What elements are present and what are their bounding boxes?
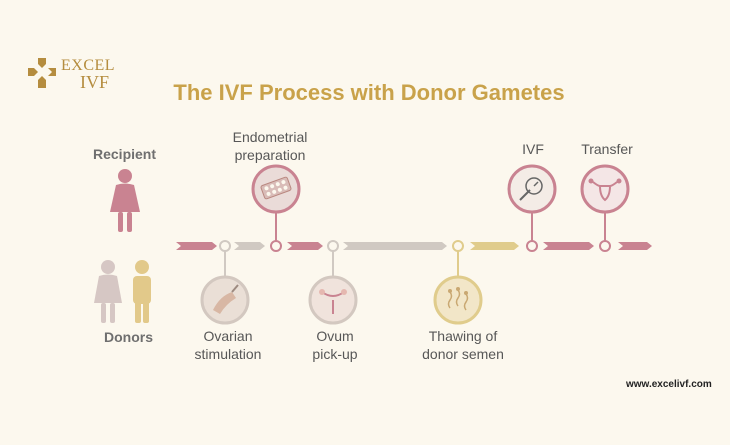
step-label-line: Thawing of: [428, 328, 498, 344]
arrow-segment: [234, 242, 265, 250]
node-ivf: [526, 240, 538, 252]
uterus-icon: [580, 164, 630, 214]
website-url: www.excelivf.com: [626, 379, 712, 390]
step-label-transfer: Transfer: [581, 141, 633, 157]
pill-pack-icon: [251, 164, 301, 214]
arrow-segment: [287, 242, 323, 250]
page-title: The IVF Process with Donor Gametes: [0, 80, 730, 106]
timeline-nodes: [219, 212, 611, 276]
step-label-line: pick-up: [312, 346, 358, 362]
arrow-segment: [176, 242, 217, 250]
node-transfer: [599, 240, 611, 252]
timeline: [176, 242, 652, 250]
step-label-line: preparation: [234, 147, 306, 163]
recipient-woman-icon: [110, 169, 140, 232]
logo-text-excel: EXCEL: [61, 57, 116, 74]
step-label-line: Ovarian: [203, 328, 253, 344]
step-label-thawing: Thawing of donor semen: [408, 327, 518, 363]
node-endometrial: [270, 240, 282, 252]
donor-man-icon: [133, 260, 151, 323]
arrow-segment: [543, 242, 594, 250]
logo-cross-icon: [28, 58, 56, 88]
step-label-ovarian: Ovarian stimulation: [183, 327, 273, 363]
step-label-ivf: IVF: [522, 141, 544, 157]
step-label-endometrial: Endometrial preparation: [220, 128, 320, 164]
node-ovarian: [219, 240, 231, 252]
donor-woman-icon: [94, 260, 122, 323]
donors-label: Donors: [104, 329, 153, 345]
step-label-ovum: Ovum pick-up: [300, 327, 370, 363]
microscope-icon: [507, 164, 557, 214]
node-thawing: [452, 240, 464, 252]
step-label-line: Ovum: [316, 328, 354, 344]
arrow-segment: [470, 242, 519, 250]
arrow-segment: [343, 242, 447, 250]
title-text: The IVF Process with Donor Gametes: [173, 80, 565, 105]
logo-text-ivf: IVF: [80, 72, 110, 92]
step-label-line: Endometrial: [232, 129, 308, 145]
excel-ivf-logo: [28, 58, 56, 88]
arrow-segment: [618, 242, 652, 250]
step-label-line: stimulation: [194, 346, 262, 362]
step-label-line: donor semen: [422, 346, 504, 362]
sperm-icon: [433, 275, 483, 325]
ovum-pickup-icon: [308, 275, 358, 325]
injection-icon: [200, 275, 250, 325]
node-ovum: [327, 240, 339, 252]
recipient-label: Recipient: [93, 146, 157, 162]
